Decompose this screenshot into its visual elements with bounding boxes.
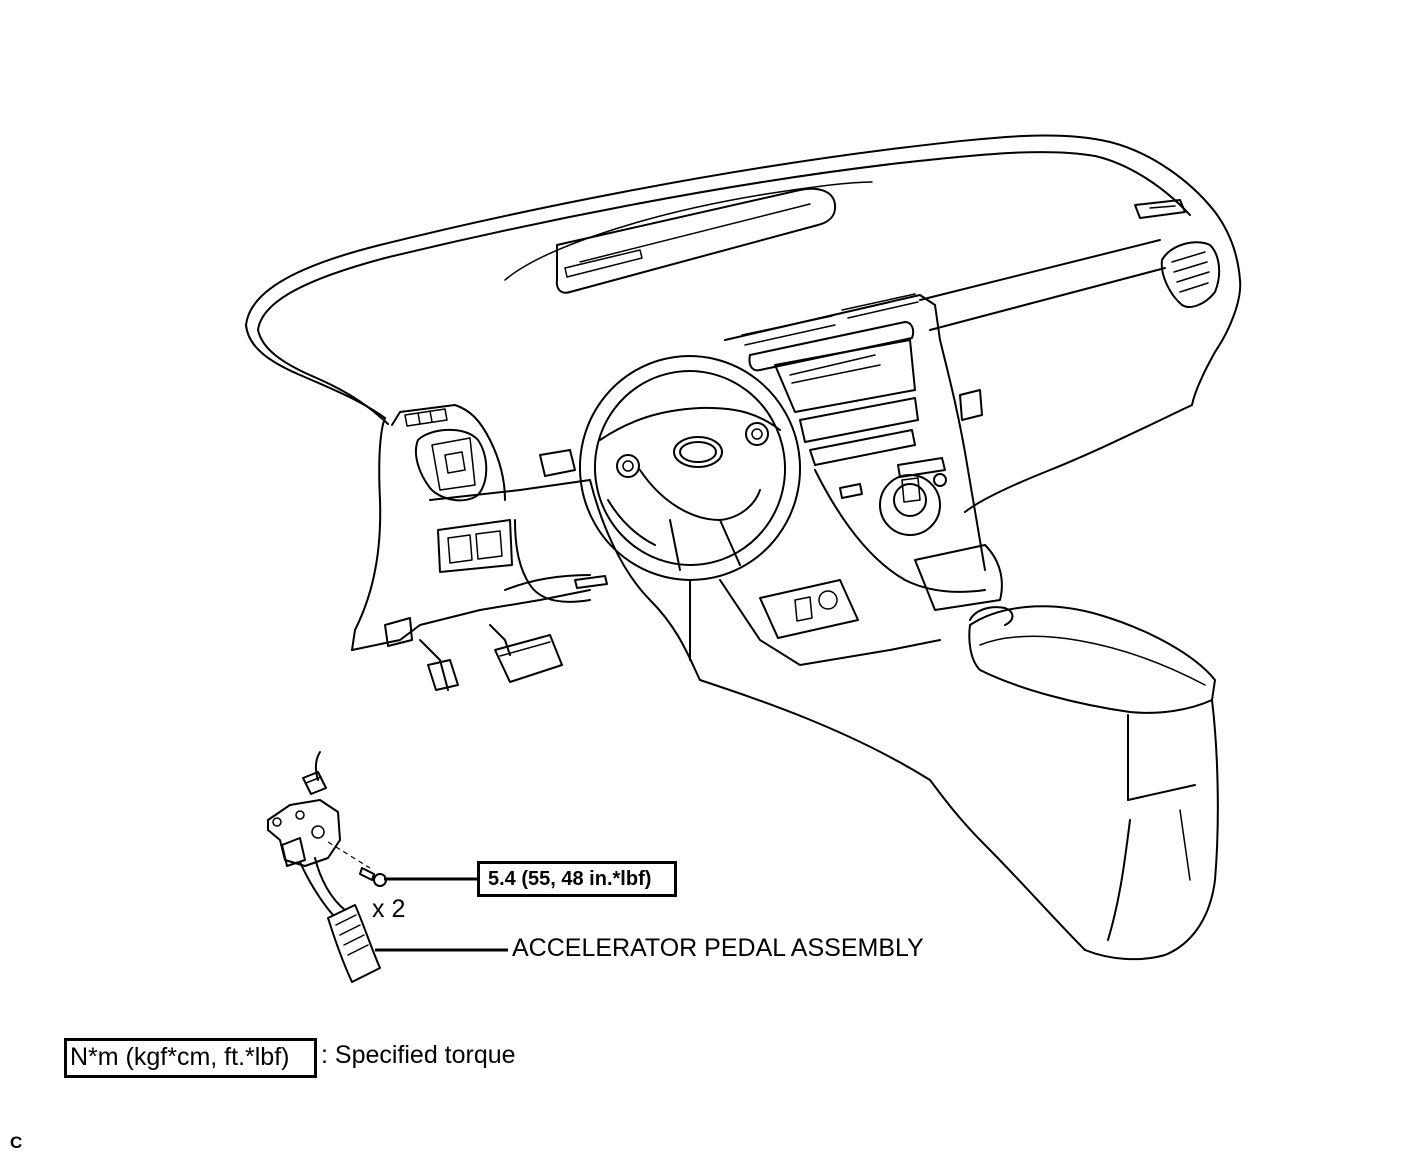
part-name-label: ACCELERATOR PEDAL ASSEMBLY — [512, 934, 924, 962]
dashboard-top — [245, 134, 1242, 425]
lower-console — [589, 479, 1219, 961]
left-dash — [351, 404, 608, 651]
torque-spec-callout: 5.4 (55, 48 in.*lbf) — [477, 861, 677, 897]
steering-wheel — [578, 355, 802, 581]
legend-description: : Specified torque — [321, 1041, 516, 1069]
leader-lines — [375, 877, 508, 952]
fastener-quantity: x 2 — [372, 895, 406, 923]
right-dash — [919, 199, 1221, 513]
accelerator-pedal-illustration — [267, 751, 387, 983]
brake-clutch-pedals — [419, 624, 563, 691]
corner-mark: C — [10, 1133, 23, 1152]
center-console — [724, 293, 986, 593]
torque-units-legend: N*m (kgf*cm, ft.*lbf) — [64, 1038, 317, 1078]
center-top-vent — [555, 187, 837, 294]
